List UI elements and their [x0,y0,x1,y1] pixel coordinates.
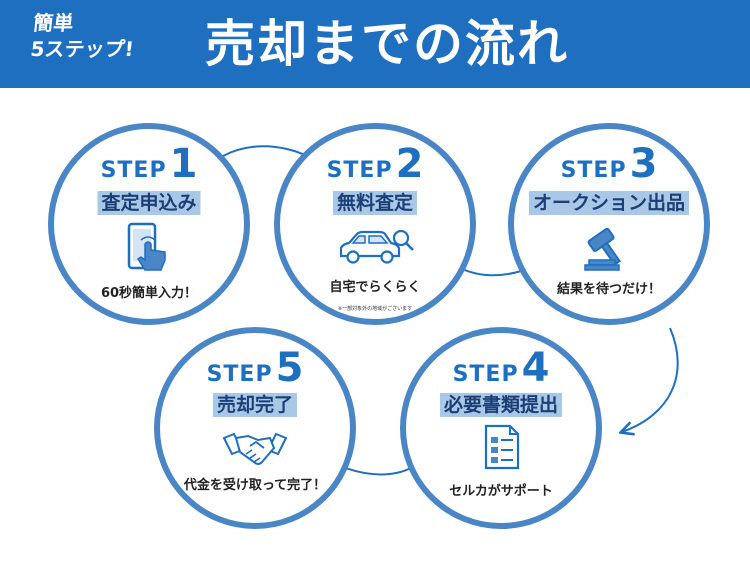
step-2-word: STEP [326,158,393,183]
step-2-title: 無料査定 [332,191,418,215]
step-3-caption: 結果を待つだけ！ [556,282,661,297]
step-3-title: オークション出品 [528,191,690,215]
step-3-circle: STEP3 オークション出品 結果を待つだけ！ [508,123,710,325]
step-3-number: 3 [629,141,658,187]
step-1-word: STEP [100,158,167,183]
step-2-heading: STEP2 [280,141,470,187]
step-2-circle: STEP2 無料査定 自宅でらくらく ※一部対象外の地域がございます [274,123,476,325]
step-5-title: 売却完了 [212,393,298,417]
handshake-icon [222,428,288,474]
step-5-circle: STEP5 売却完了 代金を受け取って完了！ [154,327,356,529]
step-2-number: 2 [395,141,424,187]
step-1-circle: STEP1 査定申込み 60秒簡単入力！ [48,123,250,325]
step-5-number: 5 [275,345,304,391]
header-banner: 簡単 5ステップ! 売却までの流れ [0,0,750,88]
step-1-caption: 60秒簡単入力！ [100,286,198,301]
step-2-note: ※一部対象外の地域がございます [337,306,413,312]
step-2-caption: 自宅でらくらく [329,280,421,295]
step-4-heading: STEP4 [406,345,596,391]
step-4-circle: STEP4 必要書類提出 セルカがサポート [400,327,602,529]
tablet-touch-icon [125,222,173,282]
page-title: 売却までの流れ [205,15,569,73]
step-1-number: 1 [169,141,198,187]
step-1-title: 査定申込み [97,191,201,215]
step-4-title: 必要書類提出 [439,393,563,417]
step-5-heading: STEP5 [160,345,350,391]
car-magnifier-icon [335,226,415,274]
step-1-heading: STEP1 [54,141,244,187]
step-3-heading: STEP3 [514,141,704,187]
gavel-icon [581,222,637,276]
step-5-caption: 代金を受け取って完了！ [183,478,327,493]
step-5-word: STEP [206,362,273,387]
step-3-word: STEP [560,158,627,183]
arrow-step3-to-step4 [622,327,679,432]
step-4-number: 4 [521,345,550,391]
document-icon [478,424,524,476]
step-4-word: STEP [452,362,519,387]
step-4-caption: セルカがサポート [449,484,553,499]
